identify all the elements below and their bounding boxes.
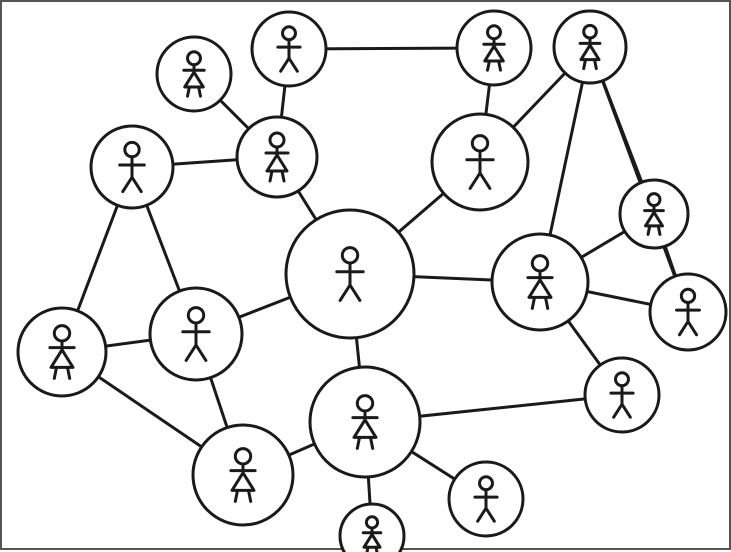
boy-figure-icon: [181, 306, 211, 362]
person-node-n1: [155, 35, 233, 113]
figure-leg-left: [121, 175, 134, 194]
girl-figure-icon: [578, 23, 602, 71]
person-node-n7: [430, 112, 530, 212]
figure-leg-left: [268, 169, 274, 183]
person-node-n11: [148, 286, 244, 382]
figure-leg-left: [468, 171, 482, 190]
figure-leg-left: [486, 59, 491, 72]
girl-figure-icon: [482, 24, 506, 72]
person-node-n5: [89, 124, 175, 210]
figure-dress: [352, 418, 378, 439]
figure-leg-right: [348, 283, 362, 302]
person-node-n8: [284, 208, 416, 340]
girl-figure-icon: [182, 50, 206, 98]
figure-leg-left: [476, 506, 488, 523]
figure-leg-left: [233, 488, 239, 503]
girl-figure-icon: [351, 394, 379, 450]
figure-leg-right: [686, 320, 699, 337]
nodes-layer: [16, 9, 728, 552]
boy-figure-icon: [465, 134, 495, 190]
person-node-n2: [250, 10, 328, 88]
figure-leg-left: [646, 224, 652, 236]
boy-figure-icon: [276, 25, 302, 73]
person-node-n4: [552, 9, 628, 85]
person-node-n14: [308, 365, 422, 479]
figure-leg-right: [280, 169, 286, 183]
figure-dress: [644, 210, 664, 228]
person-node-n15: [583, 356, 661, 434]
figure-dress: [183, 70, 205, 89]
figure-leg-left: [582, 58, 587, 71]
figure-leg-left: [338, 283, 352, 302]
figure-leg-right: [194, 343, 208, 362]
girl-figure-icon: [229, 447, 257, 503]
girl-figure-icon: [526, 254, 554, 310]
girl-figure-icon: [264, 131, 290, 183]
person-node-n13: [648, 272, 728, 352]
girl-figure-icon: [643, 192, 665, 236]
figure-leg-left: [279, 56, 291, 73]
figure-dress: [527, 278, 553, 299]
figure-dress: [265, 153, 289, 173]
figure-leg-right: [369, 435, 375, 450]
figure-dress: [483, 44, 505, 63]
figure-leg-right: [66, 365, 72, 380]
figure-leg-left: [677, 320, 690, 337]
person-node-n12: [618, 178, 690, 250]
person-node-n3: [455, 9, 533, 87]
figure-leg-left: [52, 365, 58, 380]
figure-leg-right: [656, 224, 662, 236]
boy-figure-icon: [473, 475, 499, 523]
person-node-n17: [447, 460, 525, 538]
boy-figure-icon: [335, 246, 365, 302]
boy-figure-icon: [118, 140, 146, 194]
figure-leg-right: [497, 59, 502, 72]
person-node-n6: [235, 115, 319, 199]
person-node-n18: [338, 502, 406, 552]
figure-leg-left: [355, 435, 361, 450]
figure-leg-right: [544, 295, 550, 310]
figure-leg-left: [184, 343, 198, 362]
figure-dress: [362, 532, 382, 549]
person-node-n9: [16, 306, 108, 398]
figure-dress: [49, 348, 75, 369]
figure-leg-right: [593, 58, 598, 71]
figure-leg-right: [478, 171, 492, 190]
boy-figure-icon: [609, 371, 635, 419]
figure-leg-right: [197, 85, 202, 98]
boy-figure-icon: [675, 287, 701, 337]
figure-leg-right: [247, 488, 253, 503]
figure-leg-left: [186, 85, 191, 98]
figure-dress: [230, 471, 256, 492]
girl-figure-icon: [48, 324, 76, 380]
figure-leg-right: [484, 506, 496, 523]
figure-dress: [579, 43, 601, 62]
person-node-n16: [191, 423, 295, 527]
figure-leg-right: [287, 56, 299, 73]
figure-leg-right: [130, 175, 143, 194]
person-node-n10: [490, 232, 590, 332]
figure-leg-right: [620, 402, 632, 419]
figure-leg-left: [612, 402, 624, 419]
figure-leg-left: [530, 295, 536, 310]
